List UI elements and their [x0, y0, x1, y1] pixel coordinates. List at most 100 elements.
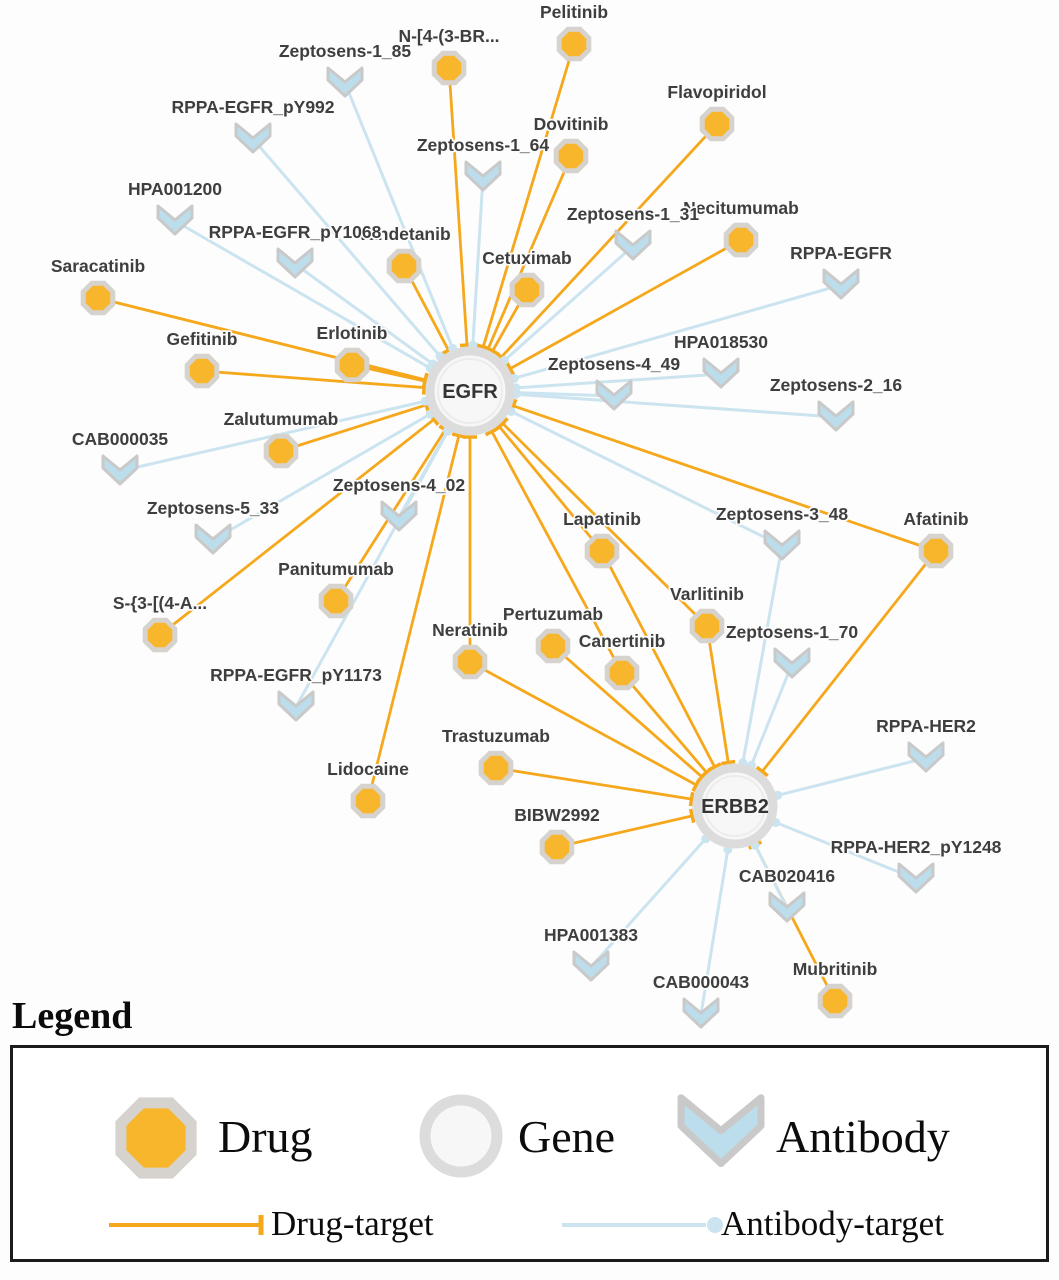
antibody-target-edge	[294, 430, 450, 708]
drug-octagon	[334, 347, 370, 383]
drug-node-panitumumab[interactable]: Panitumumab	[276, 557, 396, 619]
drug-node-canertinib[interactable]: Canertinib	[577, 629, 667, 691]
drug-node-vandetanib[interactable]: Vandetanib	[356, 222, 452, 284]
antibody-target-legend-line	[562, 1217, 723, 1233]
drug-node-saracatinib[interactable]: Saracatinib	[49, 254, 147, 316]
antibody-node-zeptosens_1_31[interactable]: Zeptosens-1_31	[565, 202, 701, 261]
drug-node-flavopiridol[interactable]: Flavopiridol	[666, 80, 768, 142]
antibody-node-rppa_egfr_py1173[interactable]: RPPA-EGFR_pY1173	[208, 663, 384, 722]
drug-octagon	[431, 50, 467, 86]
antibody-node-zeptosens_2_16[interactable]: Zeptosens-2_16	[768, 373, 904, 432]
antibody-node-rppa_egfr_py992[interactable]: RPPA-EGFR_pY992	[170, 95, 337, 154]
gene-label: ERBB2	[701, 796, 769, 818]
drug-node-neratinib[interactable]: Neratinib	[430, 618, 510, 680]
drug-octagon	[263, 433, 299, 469]
antibody-chevron-icon	[773, 647, 811, 679]
antibody-legend-chevron	[677, 1094, 765, 1168]
node-label: RPPA-HER2	[876, 716, 976, 736]
drug-node-mubritinib[interactable]: Mubritinib	[791, 957, 879, 1019]
drug-node-lidocaine[interactable]: Lidocaine	[325, 757, 411, 819]
node-label: Pelitinib	[540, 2, 608, 22]
node-label: Lapatinib	[563, 509, 641, 529]
drug-node-cetuximab[interactable]: Cetuximab	[481, 246, 573, 308]
inhibition-bar	[721, 759, 736, 766]
node-label: Vandetanib	[357, 224, 450, 244]
antibody-node-cab000043[interactable]: CAB000043	[651, 970, 751, 1029]
antibody-node-cab020416[interactable]: CAB020416	[737, 864, 837, 923]
drug-octagon	[478, 750, 514, 786]
drug-node-s3_4a[interactable]: S-{3-[(4-A...	[111, 591, 209, 653]
drug-node-gefitinib[interactable]: Gefitinib	[165, 327, 239, 389]
antibody-node-zeptosens_1_70[interactable]: Zeptosens-1_70	[724, 620, 860, 679]
drug-target-edge	[447, 67, 469, 346]
drug-node-dovitinib[interactable]: Dovitinib	[532, 112, 610, 174]
antibody-node-hpa018530[interactable]: HPA018530	[672, 330, 770, 389]
antibody-node-cab000035[interactable]: CAB000035	[70, 427, 170, 486]
antibody-target-edge	[513, 283, 842, 380]
node-label: Zalutumumab	[224, 409, 339, 429]
antibody-chevron-icon	[572, 950, 610, 982]
antibody-node-zeptosens_5_33[interactable]: Zeptosens-5_33	[145, 496, 281, 555]
node-label: Pertuzumab	[503, 604, 603, 624]
edge-endpoint-dot	[707, 1217, 723, 1233]
antibody-target-edge	[777, 756, 927, 797]
drug-node-erlotinib[interactable]: Erlotinib	[315, 321, 389, 383]
gene-label: EGFR	[442, 381, 498, 403]
inhibition-bar	[484, 426, 499, 437]
node-label: HPA001383	[544, 925, 638, 945]
gene-circle	[692, 763, 778, 849]
antibody-node-rppa_egfr_py1068[interactable]: RPPA-EGFR_pY1068	[207, 220, 383, 279]
drug-target-edge	[495, 766, 692, 801]
drug-legend-label: Drug	[218, 1111, 313, 1162]
node-label: RPPA-EGFR_pY992	[171, 97, 334, 117]
antibody-node-rppa_her2[interactable]: RPPA-HER2	[874, 714, 978, 773]
antibody-legend-label: Antibody	[776, 1111, 950, 1162]
drug-node-pelitinib[interactable]: Pelitinib	[538, 0, 610, 62]
drug-node-lapatinib[interactable]: Lapatinib	[561, 507, 643, 569]
drug-octagon	[553, 138, 589, 174]
drug-node-bibw2992[interactable]: BIBW2992	[512, 803, 602, 865]
drug-node-trastuzumab[interactable]: Trastuzumab	[440, 724, 552, 786]
node-label: Afatinib	[903, 509, 968, 529]
node-label: S-{3-[(4-A...	[113, 593, 207, 613]
gene-node-egfr[interactable]: EGFR	[425, 346, 515, 436]
antibody-node-zeptosens_3_48[interactable]: Zeptosens-3_48	[714, 502, 850, 561]
antibody-node-hpa001200[interactable]: HPA001200	[126, 177, 224, 236]
drug-node-varlitinib[interactable]: Varlitinib	[668, 582, 746, 644]
drug-octagon	[535, 628, 571, 664]
drug-node-pertuzumab[interactable]: Pertuzumab	[501, 602, 605, 664]
edges-layer	[97, 43, 938, 1015]
antibody-node-rppa_egfr[interactable]: RPPA-EGFR	[788, 241, 894, 300]
node-label: Zeptosens-1_70	[726, 622, 859, 642]
drug-node-n4_3br[interactable]: N-[4-(3-BR...	[397, 24, 501, 86]
node-label: HPA001200	[128, 179, 222, 199]
node-label: Varlitinib	[670, 584, 744, 604]
drug-octagon	[509, 272, 545, 308]
drug-target-edge	[509, 238, 742, 370]
drug-octagon	[386, 248, 422, 284]
drug-target-edge	[201, 369, 425, 389]
drug-node-necitumumab[interactable]: Necitumumab	[681, 196, 801, 258]
drug-node-zalutumumab[interactable]: Zalutumumab	[222, 407, 340, 469]
antibody-node-rppa_her2_py1248[interactable]: RPPA-HER2_pY1248	[829, 835, 1003, 894]
node-label: Zeptosens-1_31	[567, 204, 700, 224]
inhibition-bar	[755, 765, 769, 778]
antibody-node-zeptosens_1_64[interactable]: Zeptosens-1_64	[415, 133, 551, 192]
drug-target-edge	[481, 43, 576, 348]
inhibition-bar	[688, 791, 695, 807]
antibody-node-hpa001383[interactable]: HPA001383	[542, 923, 640, 982]
drug-octagon	[689, 608, 725, 644]
drug-target-edge	[705, 625, 730, 763]
legend-title: Legend	[12, 995, 133, 1037]
antibody-node-zeptosens_4_49[interactable]: Zeptosens-4_49	[546, 352, 682, 411]
antibody-node-zeptosens_1_85[interactable]: Zeptosens-1_85	[277, 39, 413, 98]
antibody-target-edge	[174, 219, 431, 370]
antibody-node-zeptosens_4_02[interactable]: Zeptosens-4_02	[331, 473, 467, 532]
drug-target-edge	[486, 155, 573, 350]
drug-target-edge	[501, 422, 708, 627]
node-label: Zeptosens-1_85	[279, 41, 412, 61]
legend-box: Drug Gene Antibody Drug-target Antibody-…	[10, 1045, 1049, 1262]
node-label: Zeptosens-5_33	[147, 498, 280, 518]
gene-node-erbb2[interactable]: ERBB2	[692, 763, 778, 849]
drug-node-afatinib[interactable]: Afatinib	[902, 507, 970, 569]
